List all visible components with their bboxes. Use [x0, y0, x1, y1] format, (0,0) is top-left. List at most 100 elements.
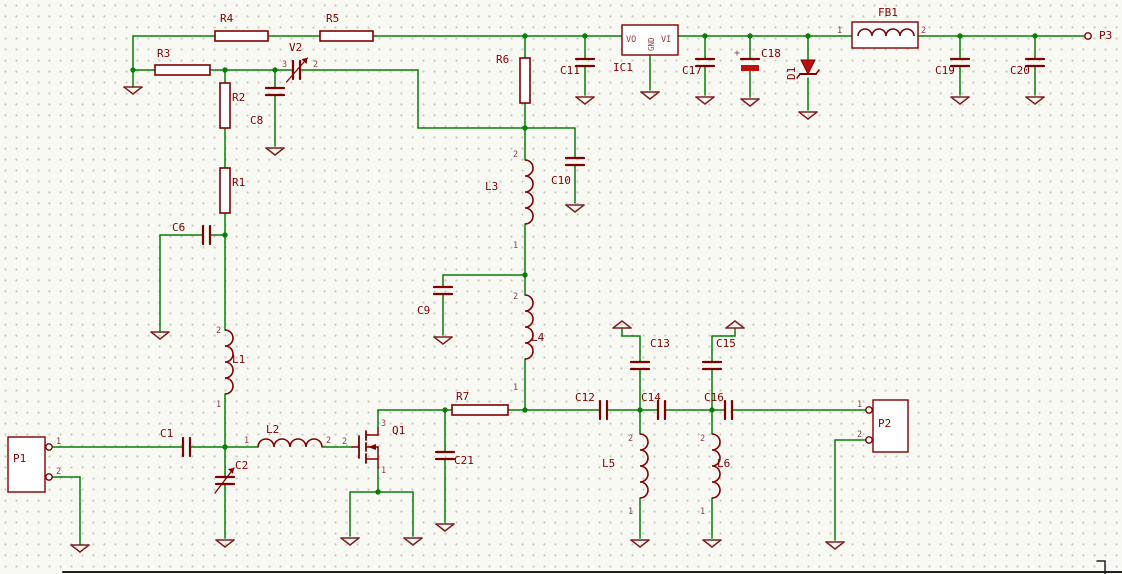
- component-C8[interactable]: [264, 86, 286, 97]
- label-D1[interactable]: D1: [785, 67, 798, 80]
- component-V2[interactable]: [285, 57, 309, 83]
- component-R2[interactable]: [219, 82, 231, 129]
- ground-symbol[interactable]: [215, 539, 235, 548]
- ground-symbol[interactable]: [695, 96, 715, 105]
- ground-symbol[interactable]: [565, 204, 585, 213]
- power-flag-up[interactable]: [612, 320, 632, 329]
- label-C17[interactable]: C17: [682, 64, 702, 77]
- label-C16[interactable]: C16: [704, 391, 724, 404]
- label-R5[interactable]: R5: [326, 12, 339, 25]
- label-C12[interactable]: C12: [575, 391, 595, 404]
- label-R3[interactable]: R3: [157, 47, 170, 60]
- label-R7[interactable]: R7: [456, 390, 469, 403]
- component-D1[interactable]: [796, 59, 820, 79]
- label-P1[interactable]: P1: [13, 452, 26, 465]
- component-R1[interactable]: [219, 167, 231, 214]
- component-L6[interactable]: [711, 433, 721, 499]
- component-C10[interactable]: [564, 156, 586, 167]
- label-R6[interactable]: R6: [496, 53, 509, 66]
- label-C6[interactable]: C6: [172, 221, 185, 234]
- label-C18[interactable]: C18: [761, 47, 781, 60]
- ground-symbol[interactable]: [575, 96, 595, 105]
- label-Q1[interactable]: Q1: [392, 424, 405, 437]
- component-R4[interactable]: [214, 30, 269, 42]
- label-L3[interactable]: L3: [485, 180, 498, 193]
- label-C19[interactable]: C19: [935, 64, 955, 77]
- ground-symbol[interactable]: [435, 523, 455, 532]
- label-C2[interactable]: C2: [235, 459, 248, 472]
- ground-symbol[interactable]: [640, 91, 660, 100]
- label-R2[interactable]: R2: [232, 91, 245, 104]
- label-FB1[interactable]: FB1: [878, 6, 898, 19]
- label-C20[interactable]: C20: [1010, 64, 1030, 77]
- component-P3[interactable]: [1084, 32, 1092, 40]
- ground-symbol[interactable]: [1025, 96, 1045, 105]
- component-C6[interactable]: [201, 224, 212, 246]
- ground-symbol[interactable]: [340, 537, 360, 546]
- component-C11[interactable]: [574, 57, 596, 68]
- component-R3[interactable]: [154, 64, 211, 76]
- label-IC1[interactable]: IC1: [613, 61, 633, 74]
- label-C11[interactable]: C11: [560, 64, 580, 77]
- component-L2[interactable]: [257, 438, 323, 448]
- component-FB1-coil[interactable]: [857, 28, 915, 37]
- component-C21[interactable]: [434, 450, 456, 461]
- ground-symbol[interactable]: [702, 539, 722, 548]
- component-R5[interactable]: [319, 30, 374, 42]
- ground-symbol[interactable]: [403, 537, 423, 546]
- label-C15[interactable]: C15: [716, 337, 736, 350]
- component-C19[interactable]: [949, 57, 971, 68]
- component-IC1[interactable]: [621, 24, 679, 56]
- label-R4[interactable]: R4: [220, 12, 234, 25]
- ground-symbol[interactable]: [825, 541, 845, 550]
- component-R6[interactable]: [519, 57, 531, 104]
- component-C14[interactable]: [656, 399, 667, 421]
- component-L5[interactable]: [639, 433, 649, 499]
- component-P1-pin2[interactable]: [45, 473, 53, 481]
- label-P2[interactable]: P2: [878, 417, 891, 430]
- label-L1[interactable]: L1: [232, 353, 245, 366]
- label-C9[interactable]: C9: [417, 304, 430, 317]
- ground-symbol[interactable]: [433, 336, 453, 345]
- component-C15[interactable]: [701, 360, 723, 371]
- component-FB1[interactable]: [851, 21, 919, 49]
- component-C13[interactable]: [629, 360, 651, 371]
- component-C16[interactable]: [723, 399, 734, 421]
- component-P2-pin2[interactable]: [865, 436, 873, 444]
- component-C1[interactable]: [181, 436, 192, 458]
- component-R7[interactable]: [451, 404, 509, 416]
- label-C10[interactable]: C10: [551, 174, 571, 187]
- ground-symbol[interactable]: [70, 544, 90, 553]
- label-C21[interactable]: C21: [454, 454, 474, 467]
- label-V2[interactable]: V2: [289, 41, 302, 54]
- label-C8[interactable]: C8: [250, 114, 263, 127]
- component-P1[interactable]: [7, 436, 46, 493]
- label-L6[interactable]: L6: [717, 457, 730, 470]
- ground-symbol[interactable]: [123, 86, 143, 95]
- ground-symbol[interactable]: [950, 96, 970, 105]
- ground-symbol[interactable]: [150, 331, 170, 340]
- component-L3[interactable]: [524, 159, 534, 225]
- component-P2[interactable]: [872, 399, 909, 453]
- component-C12[interactable]: [598, 399, 609, 421]
- label-P3[interactable]: P3: [1099, 29, 1112, 42]
- component-C20[interactable]: [1024, 57, 1046, 68]
- component-C2[interactable]: [214, 467, 236, 494]
- component-L1[interactable]: [224, 329, 234, 395]
- component-Q1[interactable]: [351, 427, 379, 469]
- label-C1[interactable]: C1: [160, 427, 173, 440]
- component-P1-pin1[interactable]: [45, 443, 53, 451]
- label-L4[interactable]: L4: [531, 331, 545, 344]
- power-flag-up[interactable]: [725, 320, 745, 329]
- label-L2[interactable]: L2: [266, 423, 279, 436]
- component-P2-pin1[interactable]: [865, 406, 873, 414]
- component-C17[interactable]: [694, 57, 716, 68]
- label-C14[interactable]: C14: [641, 391, 661, 404]
- ground-symbol[interactable]: [740, 98, 760, 107]
- label-R1[interactable]: R1: [232, 176, 245, 189]
- component-L4[interactable]: [524, 294, 534, 360]
- ground-symbol[interactable]: [265, 147, 285, 156]
- component-C9[interactable]: [432, 285, 454, 296]
- component-C18[interactable]: [739, 57, 761, 71]
